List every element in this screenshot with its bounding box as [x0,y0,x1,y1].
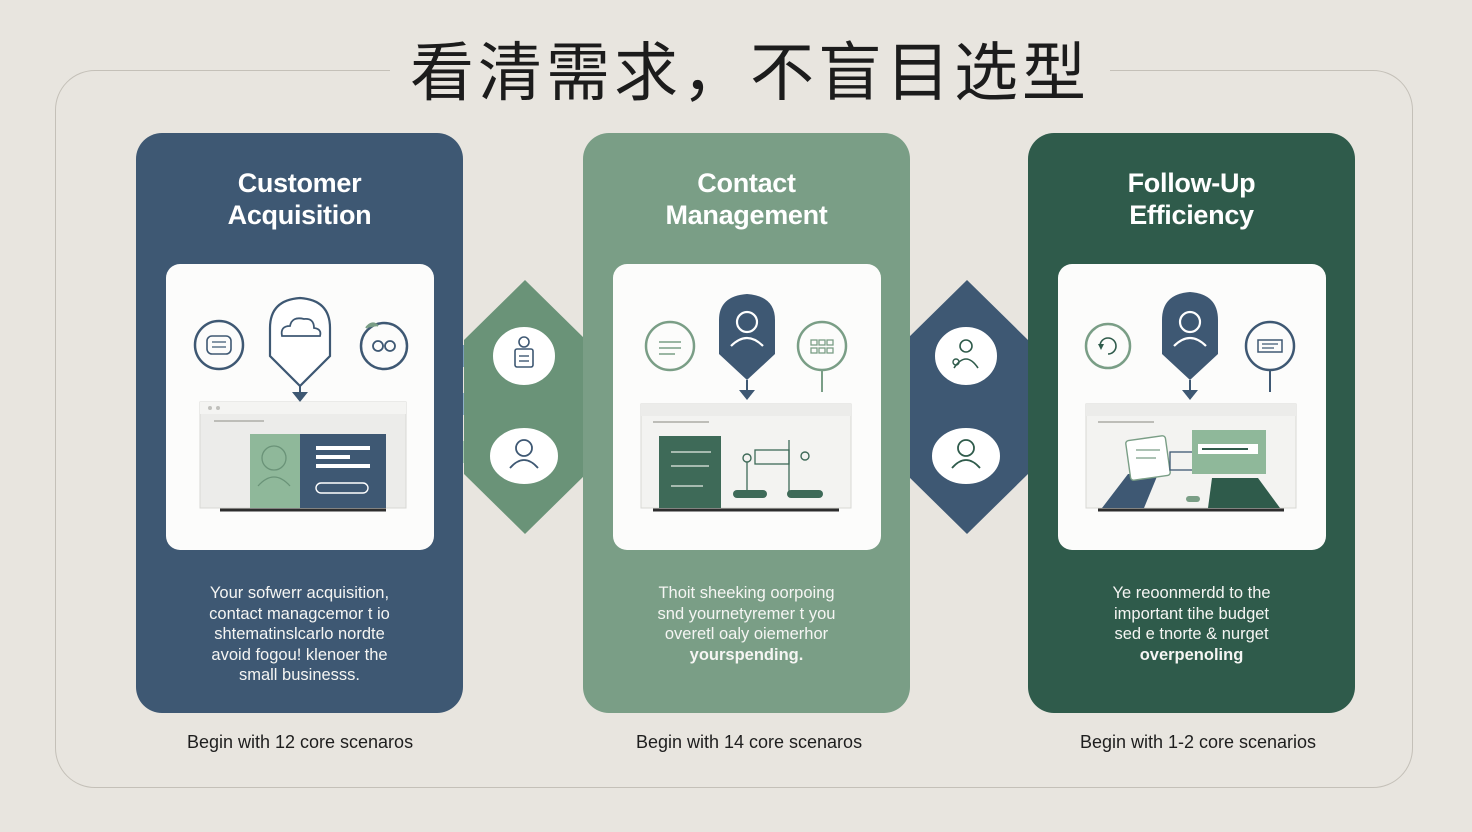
user-icon [488,426,560,486]
title-band: 看清需求，不盲目选型 [390,28,1110,111]
card-icon [1244,320,1296,392]
connector-left [436,280,612,534]
footer-card-3: Begin with 1-2 core scenarios [1079,732,1317,752]
desc-line: overpenoling [1139,645,1244,664]
desc-line: snd yournetyremer t you [657,604,836,623]
desc-line: Your sofwerr acquisition, [209,584,390,602]
cloud-pin-icon [268,296,332,402]
desc-line: overetl oaly oiemerhor [664,625,829,643]
browser-window-icon [1085,403,1297,512]
user-icon [930,426,1002,486]
desc-line: sed e tnorte & nurget [1114,625,1269,643]
chat-icon [644,320,696,372]
grid-icon [796,320,848,392]
footer-card-1: Begin with 12 core scenaros [186,732,414,752]
desc-line: small businesss. [238,666,361,684]
illustration-panel [1058,264,1326,550]
person-document-icon [491,325,557,387]
card-follow-up-efficiency[interactable]: Follow-Up Efficiency [1028,133,1355,713]
card-title: Contact Management [665,168,828,230]
desc-line: contact managcemor t io [209,604,390,623]
illustration-panel [613,264,881,550]
chat-icon [193,319,245,371]
browser-window-icon [640,403,852,512]
desc-line: avoid fogou! klenoer the [211,645,388,664]
desc-line: yourspending. [689,645,804,664]
illustration-panel [166,264,434,550]
card-description: Thoit sheeking oorpoing snd yournetyreme… [601,583,892,665]
people-icon [933,325,999,387]
desc-line: Thoit sheeking oorpoing [658,584,835,602]
page-title: 看清需求，不盲目选型 [410,37,1090,111]
card-customer-acquisition[interactable]: Customer Acquisition [136,133,463,713]
desc-line: Ye reoonmerdd to the [1112,584,1271,602]
card-title: Customer Acquisition [227,168,372,230]
footer-card-2: Begin with 14 core scenaros [635,732,863,752]
desc-line: shtematinslcarlo nordte [214,625,385,643]
link-icon [359,321,409,371]
card-title: Follow-Up Efficiency [1127,168,1256,230]
user-pin-icon [1162,292,1218,400]
card-description: Your sofwerr acquisition, contact managc… [154,583,445,686]
browser-window-icon [199,401,407,512]
user-pin-icon [719,294,775,400]
desc-line: important tihe budget [1113,604,1270,623]
card-description: Ye reoonmerdd to the important tihe budg… [1046,583,1337,665]
card-contact-management[interactable]: Contact Management [583,133,910,713]
refresh-icon [1084,322,1132,370]
connector-right [880,280,1056,534]
